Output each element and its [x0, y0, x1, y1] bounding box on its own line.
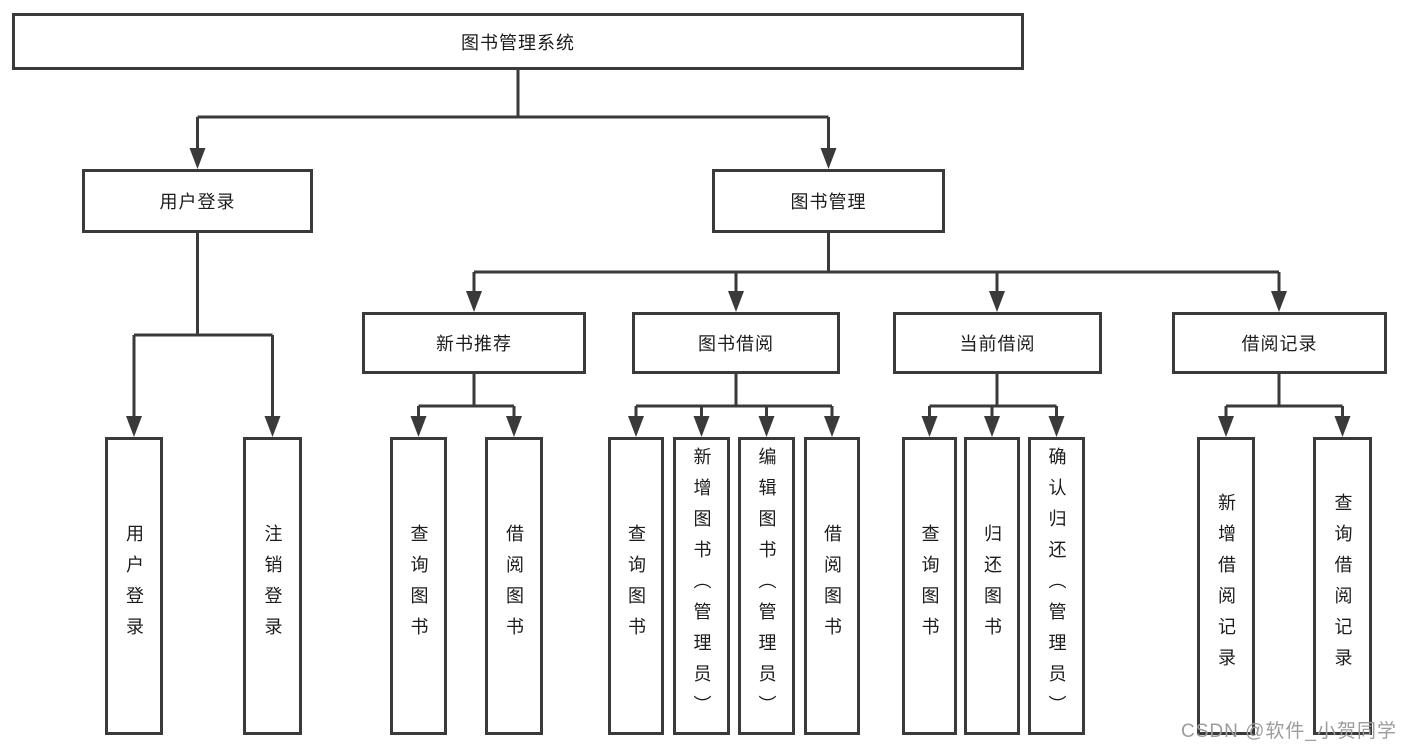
node-label: 借阅图书: [822, 524, 842, 648]
node-label: 查询图书: [919, 524, 940, 648]
node-leaf-confirm-return-admin: 确认归还（管理员）: [1028, 437, 1085, 735]
node-label: 图书借阅: [698, 334, 774, 354]
node-label: 当前借阅: [959, 334, 1036, 354]
node-label: 编辑图书（管理员）: [756, 446, 777, 726]
node-label: 新增图书（管理员）: [691, 446, 712, 726]
node-label: 图书管理: [790, 192, 867, 212]
node-book-borrow: 图书借阅: [632, 312, 840, 374]
node-label: 借阅记录: [1241, 334, 1318, 354]
node-leaf-return-book: 归还图书: [964, 437, 1020, 735]
node-leaf-logout: 注销登录: [243, 437, 302, 735]
node-leaf-edit-book-admin: 编辑图书（管理员）: [738, 437, 795, 735]
node-leaf-borrow-book: 借阅图书: [485, 437, 543, 735]
node-root-system: 图书管理系统: [12, 13, 1024, 70]
node-leaf-add-borrow-record: 新增借阅记录: [1197, 437, 1255, 735]
node-label: 图书管理系统: [461, 32, 575, 53]
node-label: 用户登录: [124, 524, 144, 648]
node-leaf-borrow-book: 借阅图书: [804, 437, 860, 735]
node-label: 用户登录: [159, 192, 236, 212]
node-label: 新书推荐: [436, 334, 512, 354]
node-leaf-query-book: 查询图书: [608, 437, 664, 735]
node-user-login-group: 用户登录: [82, 169, 313, 233]
node-label: 查询图书: [626, 524, 646, 648]
node-label: 归还图书: [982, 524, 1002, 648]
node-label: 查询借阅记录: [1332, 493, 1353, 679]
node-book-management-group: 图书管理: [712, 169, 945, 233]
csdn-watermark: CSDN @软件_小贺同学: [1181, 721, 1397, 742]
node-borrow-record: 借阅记录: [1172, 312, 1387, 374]
node-leaf-query-book: 查询图书: [902, 437, 957, 735]
node-current-borrow: 当前借阅: [893, 312, 1102, 374]
node-label: 新增借阅记录: [1216, 493, 1236, 679]
node-leaf-query-borrow-record: 查询借阅记录: [1313, 437, 1372, 735]
node-leaf-add-book-admin: 新增图书（管理员）: [673, 437, 730, 735]
node-label: 确认归还（管理员）: [1046, 446, 1067, 726]
node-leaf-query-book: 查询图书: [390, 437, 447, 735]
node-label: 借阅图书: [504, 524, 524, 648]
node-label: 注销登录: [262, 524, 283, 648]
node-new-book-recommend: 新书推荐: [362, 312, 586, 374]
node-leaf-user-login: 用户登录: [105, 437, 163, 735]
node-label: 查询图书: [408, 524, 429, 648]
